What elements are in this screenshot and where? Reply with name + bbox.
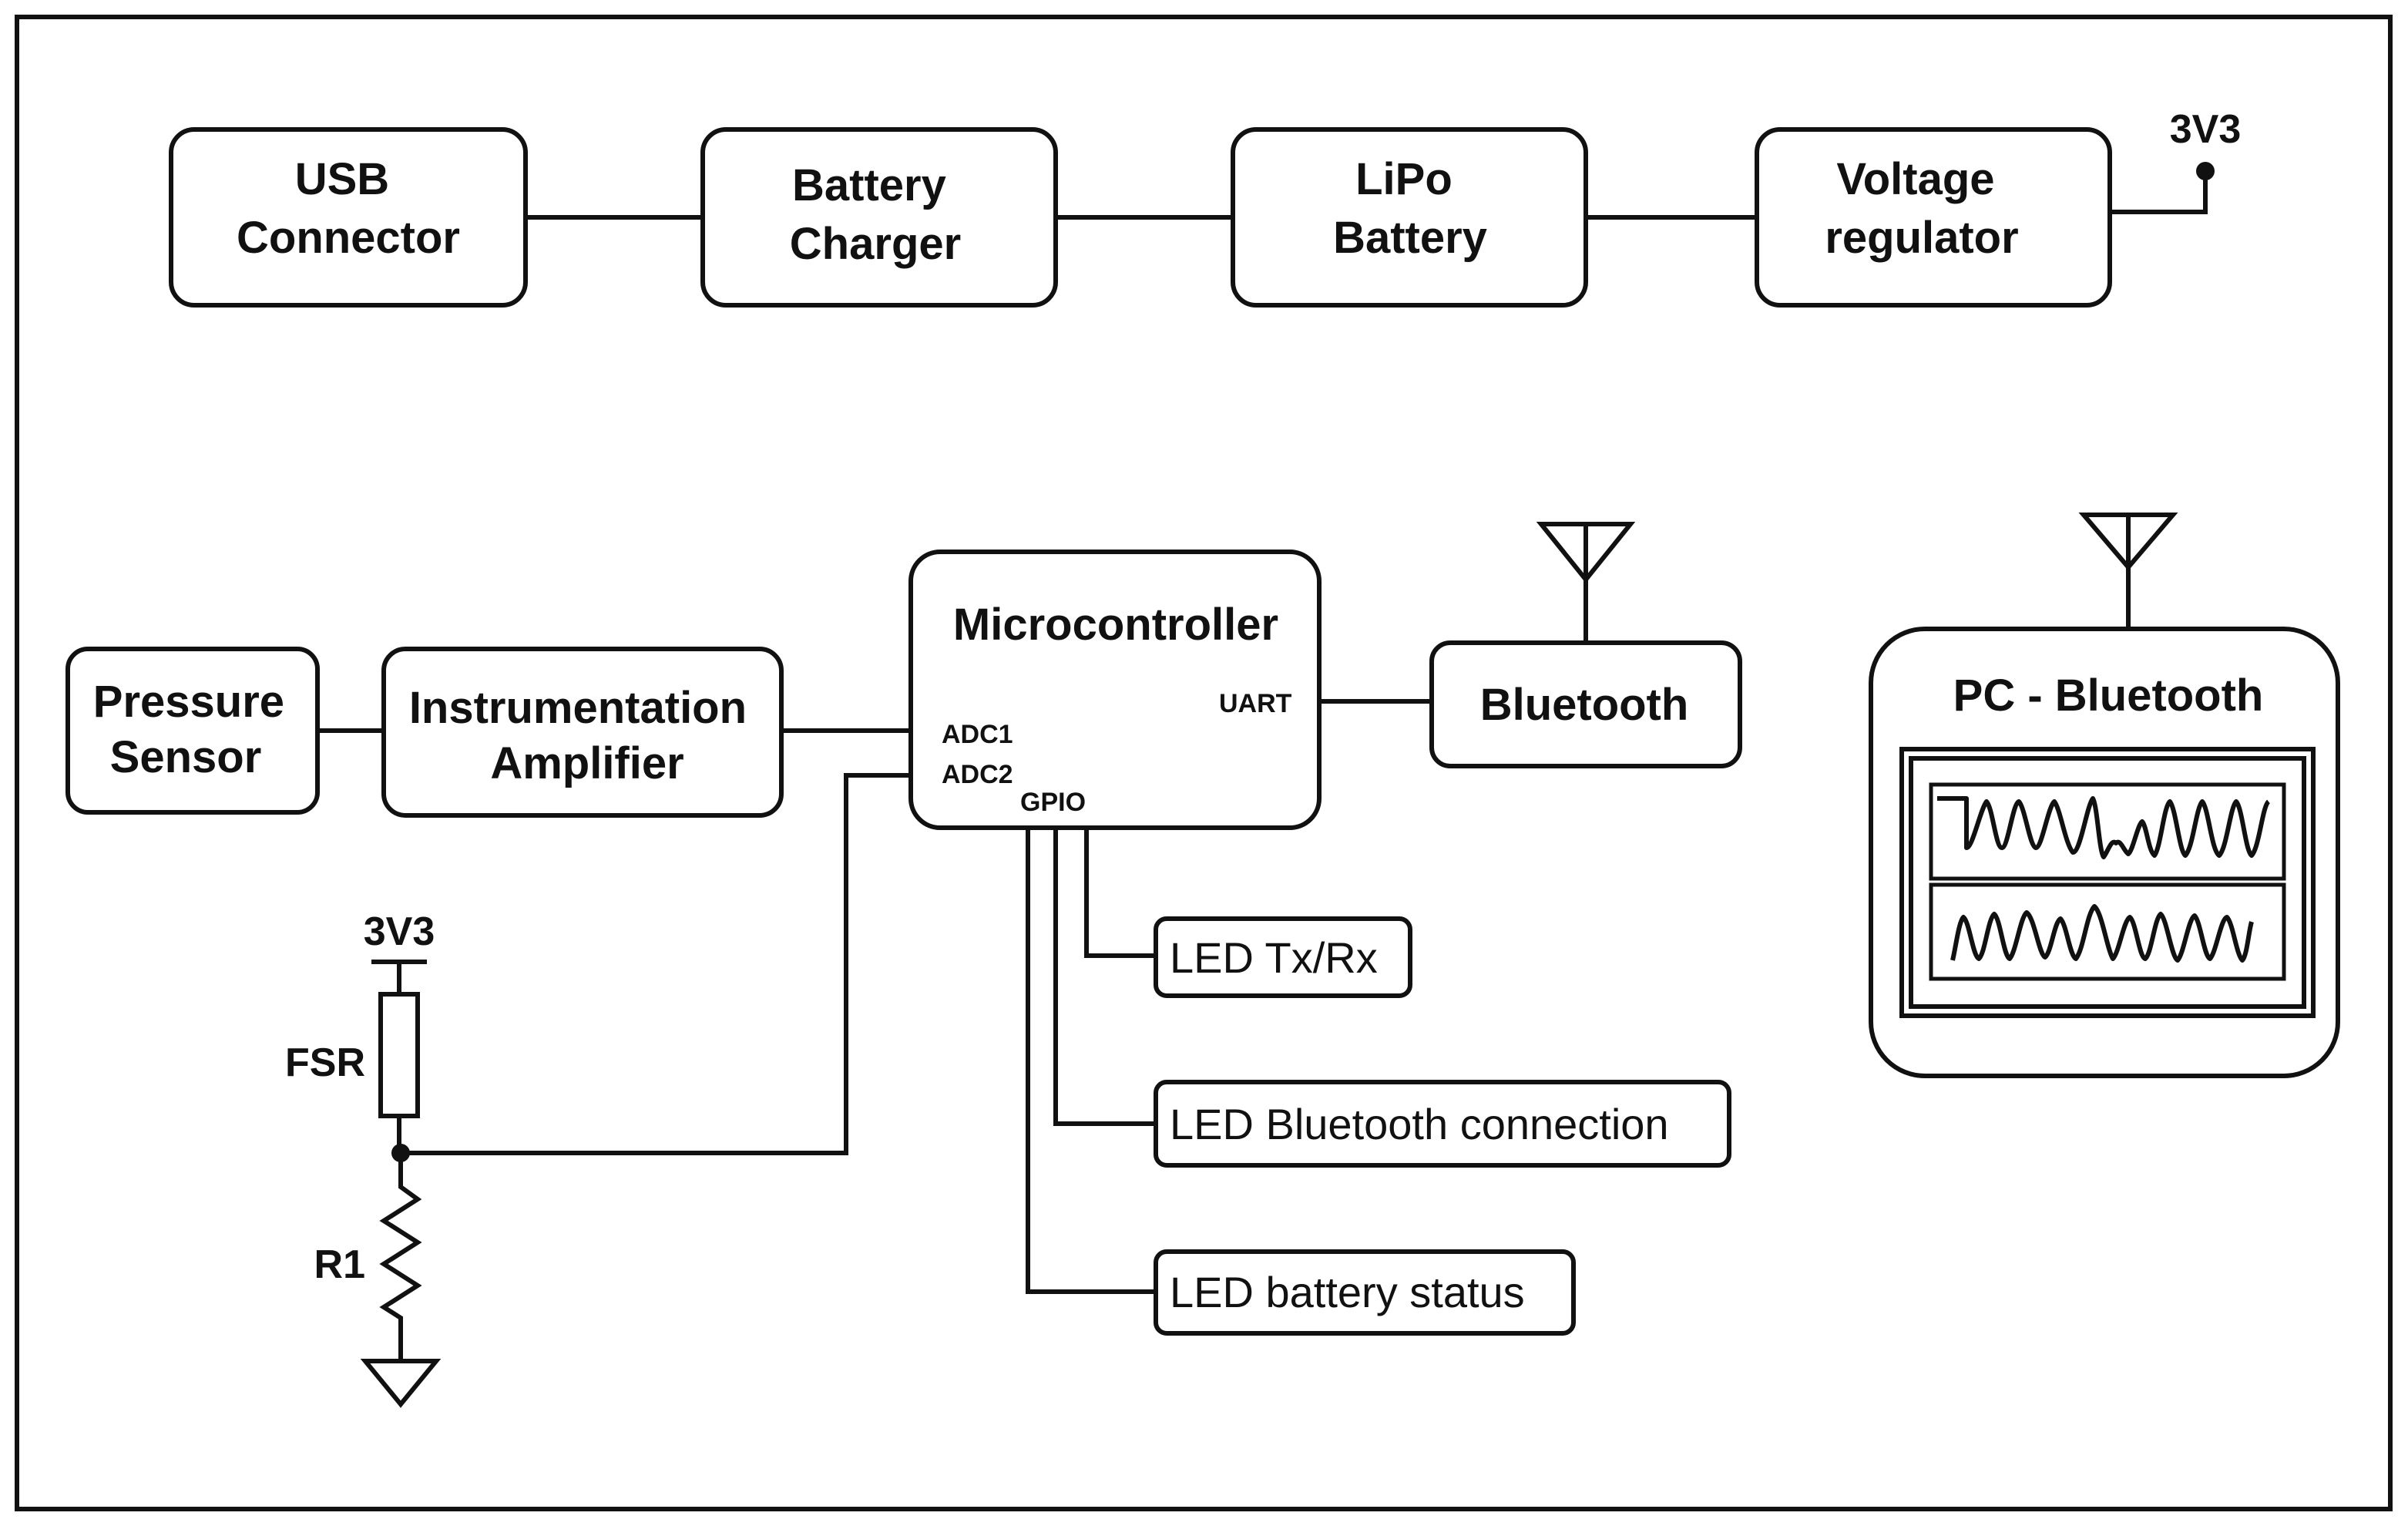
r1-label: R1 (314, 1242, 365, 1287)
waveform-bottom-icon (1950, 904, 2254, 963)
pin-gpio-label: GPIO (1020, 788, 1086, 817)
pin-adc1-label: ADC1 (942, 720, 1013, 749)
rail-3v3-label: 3V3 (2170, 107, 2242, 152)
svg-text:Pressure Sensor: Pressure Sensor (93, 677, 297, 782)
diagram-frame (15, 15, 2393, 1511)
wire-gpio-led-txrx (1084, 828, 1156, 958)
divider-supply-label: 3V3 (364, 909, 435, 954)
lipo-battery-line2: Battery (1333, 213, 1487, 263)
power-chain: 3V3 USB Connector Battery Charger LiPo B… (169, 107, 2242, 308)
battery-charger-block: Battery Charger (700, 127, 1058, 308)
svg-text:Instrumentation Amplif: Instrumentation Amplifier (409, 683, 759, 788)
led-battery-status: LED battery status (1154, 1249, 1576, 1336)
led-bluetooth-connection-label: LED Bluetooth connection (1170, 1100, 1669, 1148)
pc-bluetooth-block: PC - Bluetooth (1869, 513, 2340, 1078)
battery-charger-line2: Charger (790, 219, 961, 269)
voltage-regulator-block: Voltage regulator (1755, 127, 2112, 308)
pc-bluetooth-title: PC - Bluetooth (1953, 671, 2264, 721)
pin-uart-label: UART (1219, 689, 1292, 718)
usb-connector-block: USB Connector (169, 127, 528, 308)
instrumentation-amplifier-line2: Amplifier (490, 738, 683, 788)
rail-3v3-node (2196, 162, 2215, 180)
signal-chain: Pressure Sensor Instrumentation Amplifie… (65, 522, 1742, 1155)
led-tx-rx-label: LED Tx/Rx (1170, 933, 1378, 982)
voltage-regulator-line1: Voltage (1836, 154, 1994, 204)
voltage-regulator-line2: regulator (1825, 213, 2018, 263)
led-battery-status-label: LED battery status (1170, 1268, 1525, 1316)
lipo-battery-block: LiPo Battery (1231, 127, 1588, 308)
bluetooth-block: Bluetooth (1429, 522, 1742, 768)
wire-regulator-rail (2110, 171, 2208, 214)
battery-charger-line1: Battery (792, 160, 946, 210)
r1-resistor-icon (379, 1153, 422, 1361)
instrumentation-amplifier-block: Instrumentation Amplifier (381, 647, 784, 818)
antenna-icon (1536, 522, 1636, 643)
wire-gpio-led-battery (1026, 828, 1156, 1294)
wire-gpio-led-bt (1053, 828, 1156, 1126)
pressure-sensor-line2: Sensor (110, 732, 262, 782)
usb-connector-line1: USB (295, 154, 389, 204)
lipo-battery-line1: LiPo (1355, 154, 1453, 204)
ground-icon (360, 1359, 442, 1408)
usb-connector-line2: Connector (237, 213, 460, 263)
pc-antenna-icon (2078, 513, 2178, 629)
bluetooth-label: Bluetooth (1480, 680, 1689, 730)
fsr-resistor-icon (378, 992, 420, 1118)
led-outputs: LED Tx/Rx LED Bluetooth connection LED b… (1026, 828, 1731, 1336)
svg-text:Voltage regulator: Voltage regulator (1825, 154, 2018, 263)
led-bluetooth-connection: LED Bluetooth connection (1154, 1080, 1731, 1168)
instrumentation-amplifier-line1: Instrumentation (409, 683, 747, 733)
pc-screen (1899, 747, 2316, 1018)
svg-text:LiPo Battery: LiPo Battery (1333, 154, 1487, 263)
svg-text:Battery Charger: Battery Charger (790, 160, 961, 269)
wire-adc2-divider (401, 773, 911, 1155)
pin-adc2-label: ADC2 (942, 760, 1013, 789)
microcontroller-block: Microcontroller ADC1 ADC2 GPIO UART (908, 550, 1322, 830)
fsr-label: FSR (285, 1040, 365, 1085)
pressure-sensor-line1: Pressure (93, 677, 284, 727)
pressure-sensor-block: Pressure Sensor (65, 647, 320, 815)
microcontroller-title: Microcontroller (953, 600, 1278, 650)
svg-text:USB Connector: USB Connector (237, 154, 460, 263)
waveform-top-icon (1937, 796, 2271, 859)
led-tx-rx: LED Tx/Rx (1154, 916, 1412, 998)
fsr-divider: 3V3 FSR R1 (285, 909, 442, 1408)
